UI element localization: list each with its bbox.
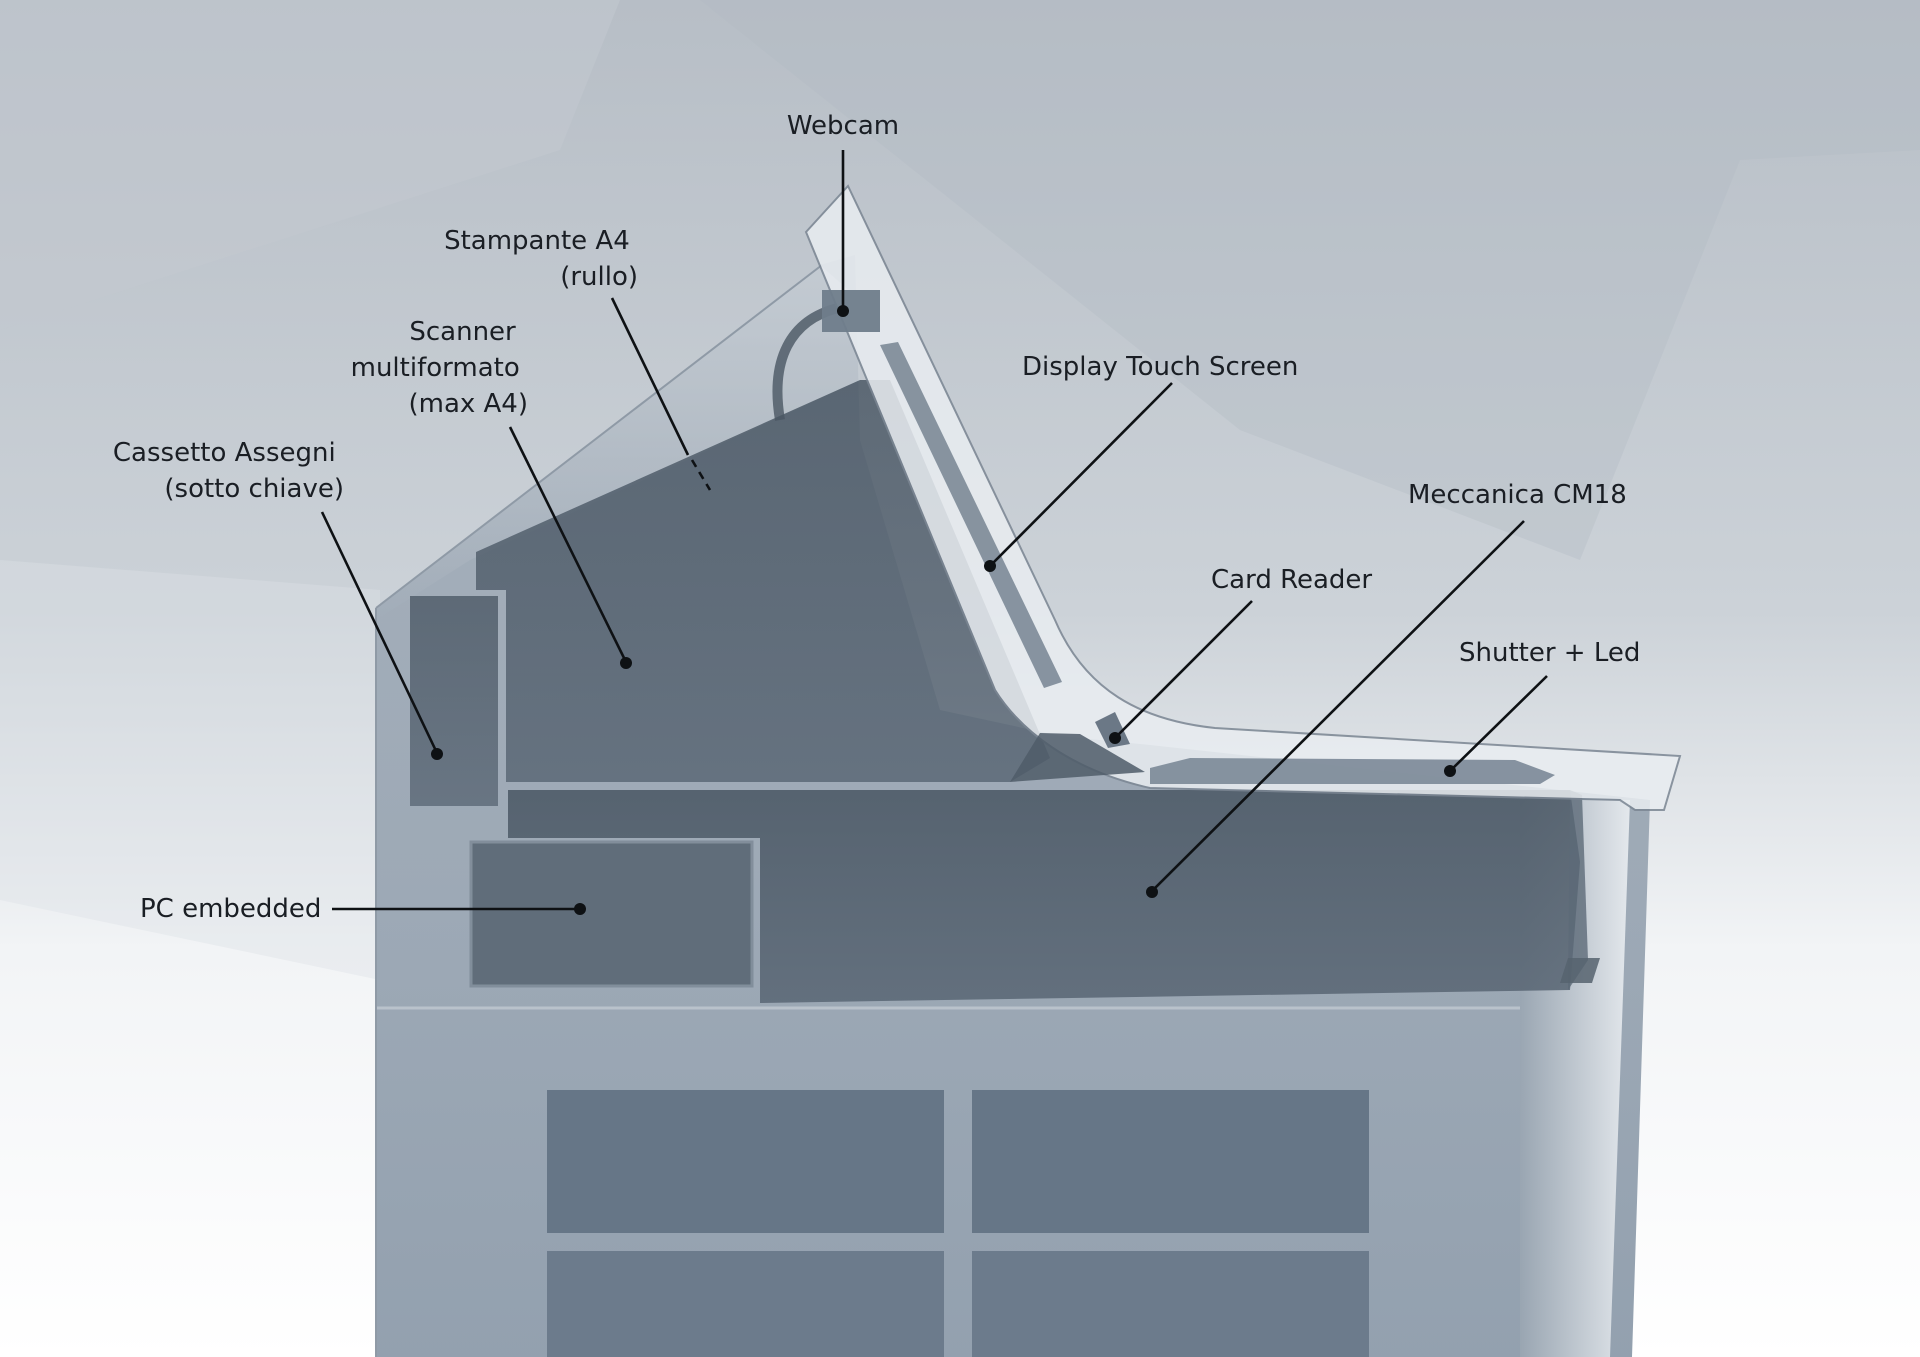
label-scanner: Scanner multiformato (max A4)	[351, 317, 528, 419]
label-pc: PC embedded	[140, 894, 321, 924]
callout-display: Display Touch Screen	[984, 352, 1298, 572]
leader-display	[989, 382, 1173, 567]
anchor-cassetto	[431, 748, 443, 760]
background-facet	[700, 0, 1920, 560]
anchor-display	[984, 560, 996, 572]
callout-webcam: Webcam	[787, 111, 899, 317]
scanner-block	[476, 380, 1050, 782]
leader-scanner	[508, 426, 628, 663]
cabinet-edge	[375, 264, 823, 609]
cabinet-top-shading	[376, 265, 860, 620]
label-meccanica: Meccanica CM18	[1408, 480, 1627, 510]
leader-stampante-dashed	[690, 459, 712, 491]
callout-scanner: Scanner multiformato (max A4)	[351, 317, 632, 669]
cassette-3	[547, 1251, 944, 1357]
label-card: Card Reader	[1211, 565, 1372, 595]
shutter-led	[1150, 758, 1555, 784]
label-shutter: Shutter + Led	[1459, 638, 1640, 668]
cm18-tab	[1560, 958, 1600, 983]
internal-components	[410, 303, 1600, 1357]
cassette-2	[972, 1090, 1369, 1233]
callout-pc: PC embedded	[140, 894, 586, 924]
anchor-pc	[574, 903, 586, 915]
cm18-side	[1568, 790, 1588, 990]
webcam-module	[822, 290, 880, 332]
cheque-drawer	[410, 596, 498, 806]
callout-shutter: Shutter + Led	[1444, 638, 1640, 777]
callout-stampante: Stampante A4 (rullo)	[444, 226, 712, 491]
leader-meccanica	[1151, 520, 1525, 892]
card-reader-body	[1010, 733, 1145, 782]
background-facet	[0, 0, 620, 330]
leader-shutter	[1449, 675, 1548, 772]
leader-stampante	[610, 297, 690, 456]
anchor-meccanica	[1146, 886, 1158, 898]
display-bezel	[804, 184, 1682, 811]
card-reader-slot	[1095, 712, 1130, 748]
leader-cassetto	[320, 511, 439, 754]
callouts: Webcam Stampante A4 (rullo) Scanner mult…	[113, 111, 1640, 924]
anchor-shutter	[1444, 765, 1456, 777]
cassette-1	[547, 1090, 944, 1233]
background-facet	[0, 560, 380, 980]
pc-embedded-box	[469, 840, 754, 988]
label-cassetto: Cassetto Assegni (sotto chiave)	[113, 438, 344, 504]
callout-cassetto: Cassetto Assegni (sotto chiave)	[113, 438, 443, 760]
callout-meccanica: Meccanica CM18	[1146, 480, 1627, 898]
cassette-4	[972, 1251, 1369, 1357]
label-stampante: Stampante A4 (rullo)	[444, 226, 638, 292]
leader-card	[1114, 600, 1253, 739]
anchor-scanner	[620, 657, 632, 669]
anchor-card	[1109, 732, 1121, 744]
label-display: Display Touch Screen	[1022, 352, 1298, 382]
callout-card: Card Reader	[1109, 565, 1372, 744]
label-webcam: Webcam	[787, 111, 899, 141]
display-housing	[804, 184, 1682, 811]
touch-screen	[880, 342, 1062, 688]
anchor-webcam	[837, 305, 849, 317]
cm18-mechanism	[508, 790, 1580, 1003]
